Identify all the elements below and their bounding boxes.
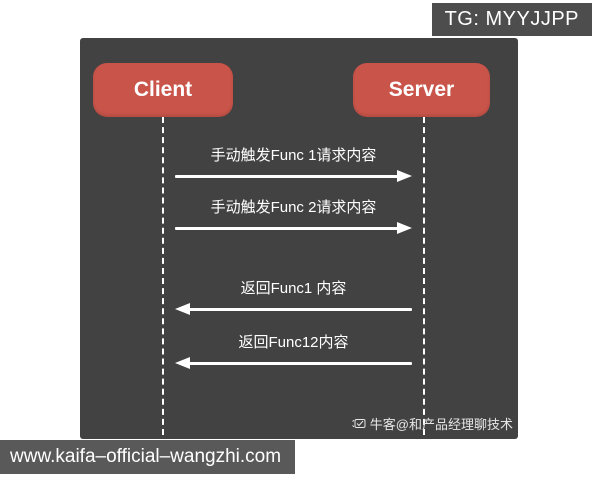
watermark-url: www.kaifa–official–wangzhi.com [0,440,296,474]
message-response-func12: 返回Func12内容 [175,333,412,369]
message-label: 返回Func12内容 [238,334,349,351]
sequence-diagram-panel: Client Server 手动触发Func 1请求内容 手动触发Func 2请… [80,38,518,439]
author-credit: 牛客@和产品经理聊技术 [351,414,513,433]
arrow-right-icon [175,170,412,182]
message-response-func1: 返回Func1 内容 [175,279,412,315]
client-lifeline [162,117,164,435]
author-credit-text: 牛客@和产品经理聊技术 [369,417,513,432]
message-label: 手动触发Func 1请求内容 [210,147,377,164]
arrow-left-icon [175,357,412,369]
message-label: 返回Func1 内容 [240,280,347,297]
actor-client-box: Client [93,63,233,117]
message-request-func1: 手动触发Func 1请求内容 [175,146,412,182]
nowcoder-logo-icon [351,417,367,430]
server-lifeline [423,117,425,435]
arrow-left-icon [175,303,412,315]
message-request-func2: 手动触发Func 2请求内容 [175,198,412,234]
actor-server-box: Server [353,63,490,117]
message-label: 手动触发Func 2请求内容 [210,199,377,216]
arrow-right-icon [175,222,412,234]
tg-channel-badge: TG: MYYJJPP [431,3,592,36]
